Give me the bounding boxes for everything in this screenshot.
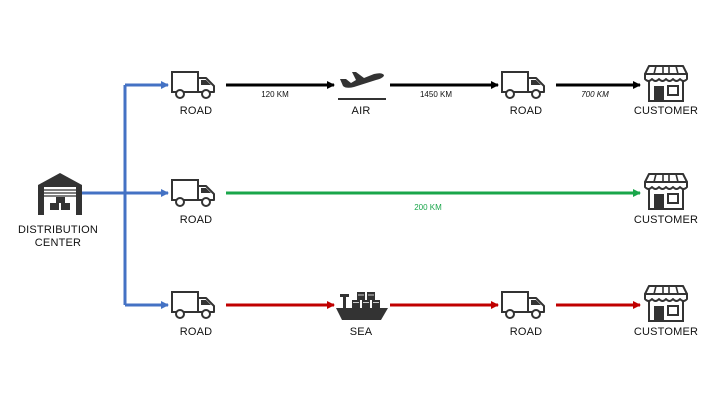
store-icon	[644, 285, 688, 322]
truck-icon	[501, 71, 545, 99]
distance-label: 1450 KM	[419, 90, 453, 99]
truck-icon	[171, 179, 215, 207]
mode-label-road: ROAD	[509, 105, 543, 117]
truck-icon	[171, 291, 215, 319]
distance-label: 120 KM	[261, 90, 289, 99]
distance-label: 700 KM	[581, 90, 609, 99]
mode-label-air: AIR	[351, 105, 371, 117]
distribution-center-line1: DISTRIBUTION	[17, 224, 99, 236]
mode-label-road: ROAD	[179, 214, 213, 226]
warehouse-icon	[37, 172, 83, 216]
store-icon	[644, 65, 688, 102]
mode-label-road: ROAD	[179, 105, 213, 117]
mode-label-sea: SEA	[349, 326, 373, 338]
mode-label-road: ROAD	[179, 326, 213, 338]
ship-icon	[336, 292, 388, 320]
distribution-center-line2: CENTER	[34, 237, 82, 249]
mode-label-customer: CUSTOMER	[633, 326, 699, 338]
truck-icon	[501, 291, 545, 319]
airplane-icon	[338, 72, 386, 100]
blue-feeder	[80, 81, 169, 309]
mode-label-road: ROAD	[509, 326, 543, 338]
truck-icon	[171, 71, 215, 99]
mode-label-customer: CUSTOMER	[633, 214, 699, 226]
store-icon	[644, 173, 688, 210]
mode-label-customer: CUSTOMER	[633, 105, 699, 117]
distribution-center-label: DISTRIBUTION CENTER	[18, 224, 98, 250]
distance-label: 200 KM	[414, 203, 442, 212]
